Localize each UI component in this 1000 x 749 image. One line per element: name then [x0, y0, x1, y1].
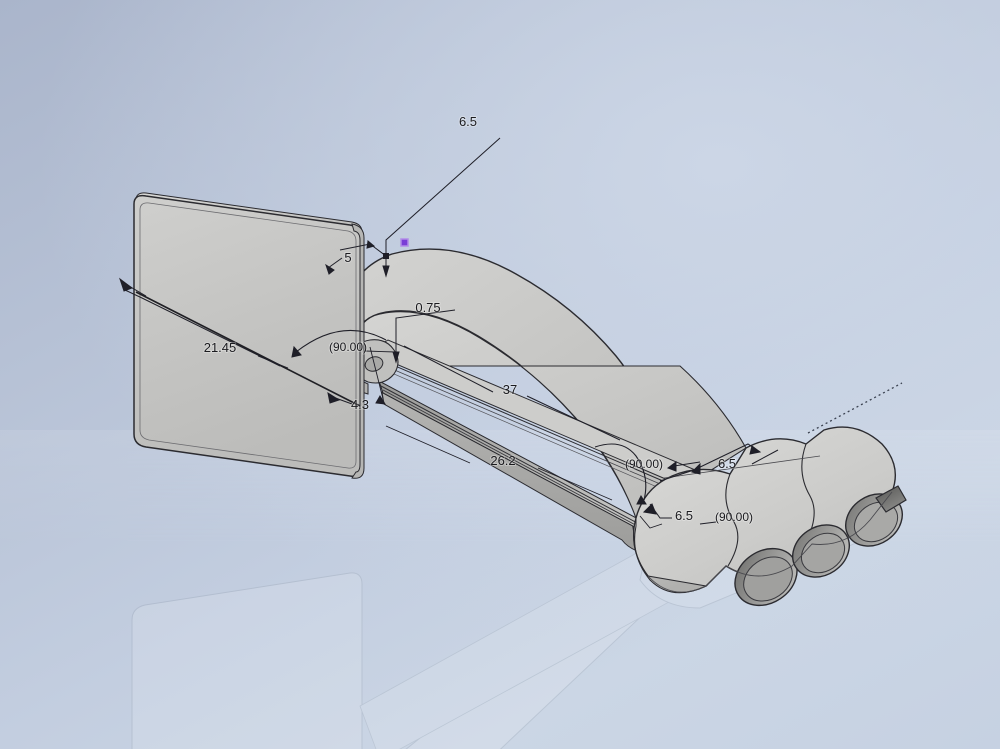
dim-label-5[interactable]: 5	[343, 249, 352, 266]
dim-label-4-3[interactable]: 4.3	[350, 396, 370, 413]
flange-parting-line	[135, 291, 361, 407]
bore-axis-centerline	[807, 382, 903, 434]
dim-6-5-upper-right-leader[interactable]	[659, 443, 779, 482]
flange-plate-face	[133, 194, 363, 478]
solid-model-body[interactable]	[133, 192, 912, 617]
arm-long-plate-edge	[371, 355, 685, 491]
dim-label-37[interactable]: 37	[502, 381, 518, 398]
boss-scallop-1	[725, 473, 739, 567]
dim-21-45-leader[interactable]	[119, 277, 289, 369]
boss-scallop-2	[801, 443, 815, 543]
dimension-annotations[interactable]	[119, 137, 779, 529]
boss-outer-rim	[647, 491, 893, 593]
dim-label-26-2[interactable]: 26.2	[489, 452, 516, 469]
selected-sketch-point-marker[interactable]	[400, 238, 409, 247]
dim-37-leader[interactable]	[403, 345, 621, 441]
dim-26-2-leader[interactable]	[385, 425, 613, 501]
boss-front-face	[633, 517, 708, 594]
dim-90-00-lower-leader[interactable]	[699, 521, 717, 525]
dim-90-00-left-arc[interactable]	[291, 329, 397, 405]
dim-label-6-5-lower[interactable]: 6.5	[674, 507, 694, 524]
dim-5-leader[interactable]	[325, 240, 389, 275]
arm-rib-line-2	[382, 389, 644, 530]
bore-1-inner	[743, 556, 793, 602]
dim-label-0-75[interactable]: 0.75	[414, 299, 441, 316]
dimension-labels[interactable]: 6.5 5 0.75 21.45 (90.00) 4.3 37 26.2 (90…	[203, 113, 754, 525]
dim-label-90-00-lower[interactable]: (90.00)	[714, 509, 754, 525]
dim-label-21-45[interactable]: 21.45	[203, 339, 238, 356]
dim-label-90-00-left[interactable]: (90.00)	[328, 339, 368, 355]
arm-rib-line-1	[380, 385, 642, 526]
flange-right-thickness	[351, 223, 365, 479]
arm-long-plate-edge-3	[379, 367, 693, 503]
dim-label-90-00-mid[interactable]: (90.00)	[624, 456, 664, 472]
dim-6-5-lower-leader[interactable]	[639, 503, 672, 529]
bore-3-keyway-slot	[875, 485, 907, 513]
boss-ridge-1	[663, 455, 821, 479]
flange-plate-inner-outline	[139, 202, 357, 469]
arm-long-plate-edge-2	[375, 361, 689, 497]
dim-90-00-mid-arc[interactable]	[594, 443, 701, 505]
dim-6-5-top-leader[interactable]	[382, 137, 501, 278]
dim-label-6-5-upper-right[interactable]: 6.5	[717, 455, 737, 472]
dim-label-6-5-top[interactable]: 6.5	[458, 113, 478, 130]
dim-4-3-leader[interactable]	[327, 391, 353, 405]
